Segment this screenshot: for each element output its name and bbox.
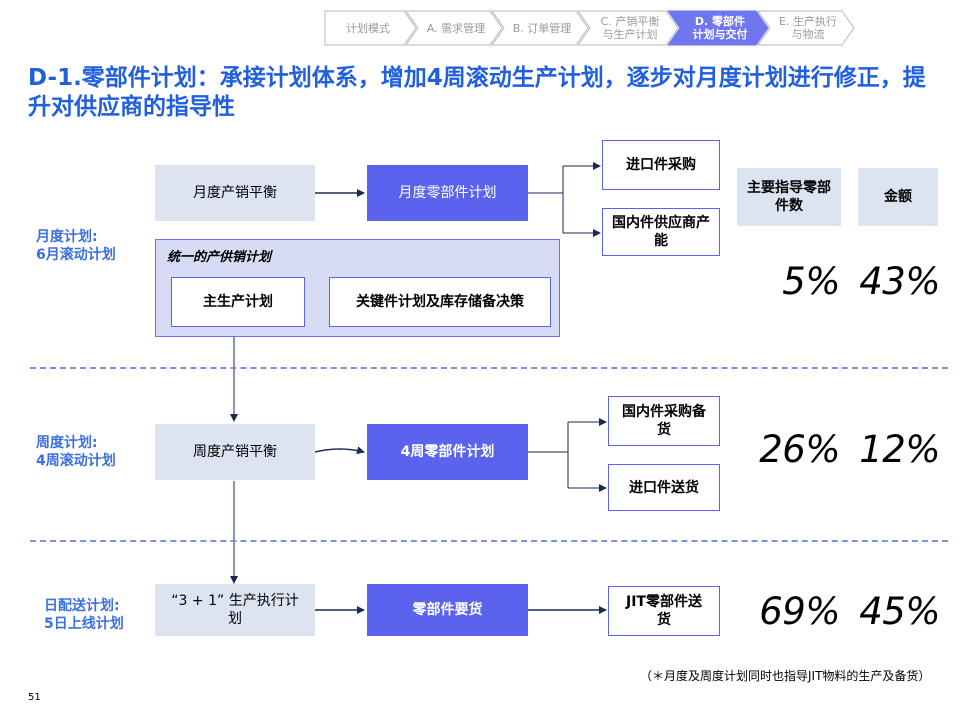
breadcrumb-label: 计划与交付 [692, 28, 748, 41]
breadcrumb-chevron-3 [577, 10, 679, 46]
side-label-line: 5日上线计划 [44, 616, 124, 632]
unified-plan-group-title: 统一的产供销计划 [167, 250, 272, 265]
breadcrumb-label: A. 需求管理 [426, 21, 486, 35]
breadcrumb: 计划模式 A. 需求管理 B. 订单管理 C. 产销平衡 与生产计划 D. 零部… [324, 10, 856, 46]
arrow-weekly-balance-to-plan [314, 446, 365, 455]
breadcrumb-item-execution[interactable]: E. 生产执行 与物流 [766, 10, 850, 46]
page-title: D-1.零部件计划：承接计划体系，增加4周滚动生产计划，逐步对月度计划进行修正，… [28, 65, 926, 120]
daily-plan-label: 零部件要货 [412, 602, 483, 618]
monthly-output-import-label: 进口件采购 [626, 157, 696, 173]
side-label-weekly: 周度计划: 4周滚动计划 [36, 434, 116, 470]
master-production-plan-label: 主生产计划 [203, 294, 273, 310]
daily-output-jit-label: JIT零部件送货 [626, 594, 702, 628]
key-parts-plan-label: 关键件计划及库存储备决策 [356, 294, 524, 310]
breadcrumb-chevron-5 [757, 10, 855, 46]
breadcrumb-chevron-1 [405, 10, 503, 46]
breadcrumb-chevron-2 [491, 10, 589, 46]
weekly-plan-label: 4周零部件计划 [400, 444, 495, 460]
side-label-monthly: 月度计划: 6月滚动计划 [36, 228, 116, 264]
side-label-line: 6月滚动计划 [36, 247, 116, 263]
header-parts-count: 主要指导零部件数 [737, 168, 841, 226]
page-number: 51 [28, 692, 41, 703]
monthly-output-domestic-label: 国内件供应商产能 [612, 215, 710, 249]
monthly-balance-box: 月度产销平衡 [155, 165, 315, 221]
key-parts-plan-box: 关键件计划及库存储备决策 [329, 277, 551, 327]
monthly-pct-count: 5% [782, 260, 840, 303]
side-label-line: 日配送计划: [44, 598, 120, 614]
weekly-plan-box: 4周零部件计划 [367, 424, 528, 480]
monthly-pct-amount: 43% [859, 260, 940, 303]
weekly-output-import: 进口件送货 [608, 464, 720, 511]
weekly-output-import-label: 进口件送货 [629, 479, 699, 496]
weekly-pct-amount: 12% [859, 428, 940, 471]
monthly-balance-label: 月度产销平衡 [193, 185, 277, 201]
breadcrumb-item-order[interactable]: B. 订单管理 [502, 10, 582, 46]
breadcrumb-label: 与物流 [791, 28, 825, 41]
side-label-line: 月度计划: [36, 229, 98, 245]
breadcrumb-chevron-0 [324, 10, 417, 46]
breadcrumb-label: 计划模式 [346, 21, 390, 35]
daily-output-jit: JIT零部件送货 [608, 586, 720, 636]
monthly-plan-box: 月度零部件计划 [367, 165, 528, 221]
daily-pct-count: 69% [759, 590, 840, 633]
breadcrumb-label: B. 订单管理 [512, 21, 572, 35]
header-parts-count-label: 主要指导零部件数 [747, 180, 831, 214]
weekly-pct-count: 26% [759, 428, 840, 471]
header-amount: 金额 [858, 168, 938, 226]
divider-weekly-daily [30, 540, 948, 542]
breadcrumb-label: C. 产销平衡 [600, 15, 660, 28]
divider-monthly-weekly [30, 367, 948, 369]
breadcrumb-chevron-4 [667, 10, 769, 46]
breadcrumb-chevrons [324, 10, 855, 46]
side-label-line: 4周滚动计划 [36, 453, 116, 469]
header-amount-label: 金额 [884, 189, 912, 205]
breadcrumb-label: D. 零部件 [694, 15, 746, 28]
breadcrumb-item-demand[interactable]: A. 需求管理 [416, 10, 496, 46]
daily-plan-box: 零部件要货 [367, 584, 528, 636]
weekly-output-domestic-label: 国内件采购备货 [622, 404, 706, 438]
side-label-line: 周度计划: [36, 435, 98, 451]
monthly-plan-label: 月度零部件计划 [398, 185, 497, 201]
breadcrumb-label: 与生产计划 [602, 28, 658, 41]
daily-balance-box: “3 + 1” 生产执行计划 [155, 584, 315, 636]
daily-pct-amount: 45% [859, 590, 940, 633]
breadcrumb-item-parts[interactable]: D. 零部件 计划与交付 [678, 10, 762, 46]
weekly-output-domestic: 国内件采购备货 [608, 396, 720, 446]
footnote: （＊月度及周度计划同时也指导JIT物料的生产及备货） [640, 669, 931, 683]
breadcrumb-label: E. 生产执行 [779, 15, 837, 28]
weekly-balance-box: 周度产销平衡 [155, 424, 315, 480]
master-production-plan-box: 主生产计划 [171, 277, 305, 327]
daily-balance-label: “3 + 1” 生产执行计划 [171, 593, 299, 627]
monthly-output-domestic: 国内件供应商产能 [602, 208, 720, 256]
breadcrumb-item-balance[interactable]: C. 产销平衡 与生产计划 [588, 10, 672, 46]
monthly-output-import: 进口件采购 [602, 140, 720, 190]
side-label-daily: 日配送计划: 5日上线计划 [44, 597, 124, 633]
breadcrumb-item-plan-mode[interactable]: 计划模式 [328, 10, 408, 46]
weekly-balance-label: 周度产销平衡 [193, 444, 277, 460]
